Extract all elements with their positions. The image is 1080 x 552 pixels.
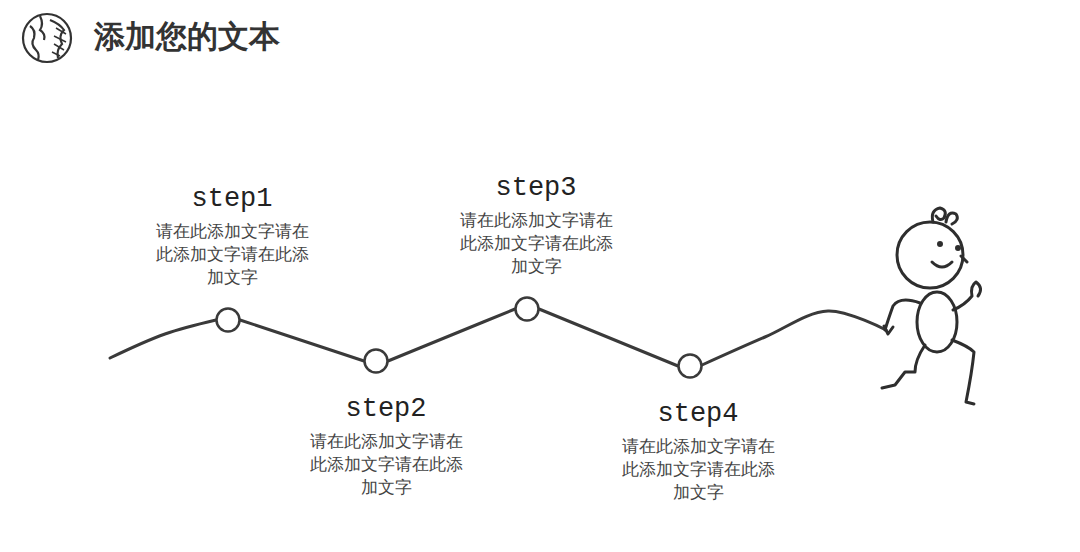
step-text: step3 请在此添加文字请在此添加文字请在此添加文字 — [441, 171, 631, 278]
wave-connector — [539, 309, 678, 366]
step-circle-outline — [365, 350, 388, 373]
wave-connector — [388, 309, 515, 361]
step-text: step1 请在此添加文字请在此添加文字请在此添加文字 — [137, 182, 327, 289]
step-heading: step4 — [603, 397, 793, 431]
step-node: step2请在此添加文字请在此添加文字请在此添加文字 — [363, 348, 389, 374]
wave-connector — [240, 320, 364, 361]
step-node: step3请在此添加文字请在此添加文字请在此添加文字 — [514, 296, 540, 322]
step-description: 请在此添加文字请在此添加文字请在此添加文字 — [151, 220, 313, 289]
step-circle-outline — [679, 355, 702, 378]
step-node: step4请在此添加文字请在此添加文字请在此添加文字 — [677, 353, 703, 379]
step-description: 请在此添加文字请在此添加文字请在此添加文字 — [455, 209, 617, 278]
step-description: 请在此添加文字请在此添加文字请在此添加文字 — [617, 435, 779, 504]
step-description: 请在此添加文字请在此添加文字请在此添加文字 — [305, 430, 467, 499]
step-circle — [215, 307, 241, 333]
step-heading: step2 — [291, 392, 481, 426]
step-circle-outline — [217, 309, 240, 332]
step-circle — [677, 353, 703, 379]
globe-icon — [23, 14, 71, 62]
page-title: 添加您的文本 — [94, 16, 280, 58]
step-text: step2 请在此添加文字请在此添加文字请在此添加文字 — [291, 392, 481, 499]
step-circle — [514, 296, 540, 322]
step-circle-outline — [516, 298, 539, 321]
step-heading: step3 — [441, 171, 631, 205]
step-circle — [363, 348, 389, 374]
step-text: step4 请在此添加文字请在此添加文字请在此添加文字 — [603, 397, 793, 504]
step-node: step1请在此添加文字请在此添加文字请在此添加文字 — [215, 307, 241, 333]
step-heading: step1 — [137, 182, 327, 216]
running-figure — [882, 208, 981, 404]
